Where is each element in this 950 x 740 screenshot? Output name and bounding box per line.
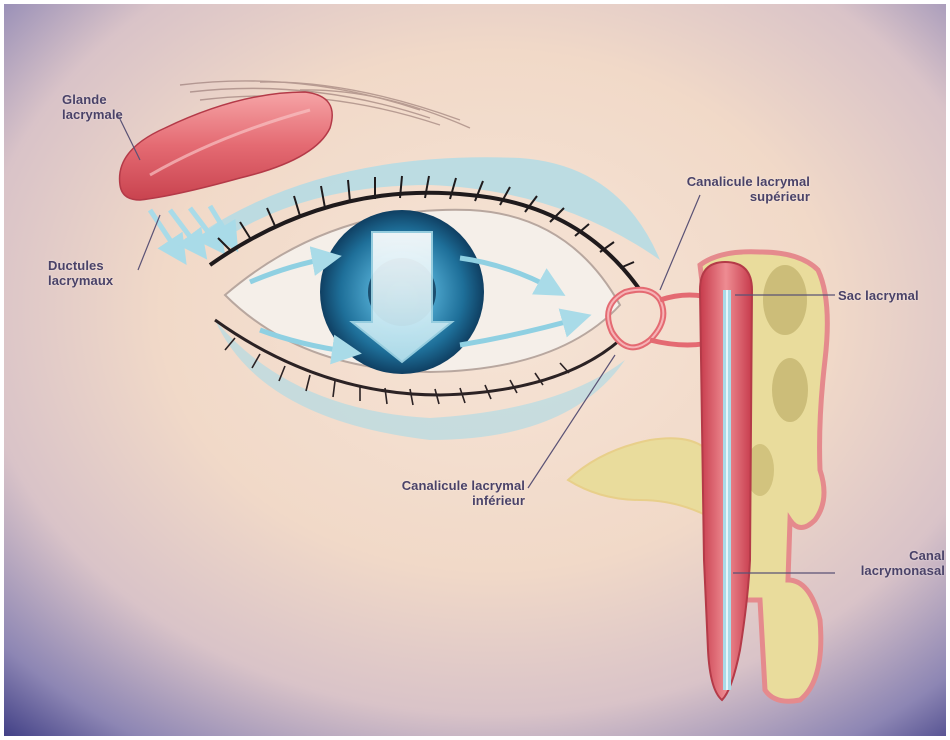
label-glande-line1: Glande [62,92,123,107]
label-sac-line1: Sac lacrymal [838,288,919,303]
label-canal-line2: lacrymonasal [830,563,945,578]
label-canalicule-inferieur: Canalicule lacrymal inférieur [330,478,525,508]
label-ductules-lacrymaux: Ductules lacrymaux [48,258,113,288]
label-ductules-line2: lacrymaux [48,273,113,288]
label-canalicule-inf-line1: Canalicule lacrymal [330,478,525,493]
label-canalicule-inf-line2: inférieur [330,493,525,508]
label-glande-line2: lacrymale [62,107,123,122]
label-canalicule-superieur: Canalicule lacrymal supérieur [620,174,810,204]
label-canalicule-sup-line2: supérieur [620,189,810,204]
label-sac-lacrymal: Sac lacrymal [838,288,919,303]
label-canal-lacrymonasal: Canal lacrymonasal [830,548,945,578]
label-ductules-line1: Ductules [48,258,113,273]
label-canalicule-sup-line1: Canalicule lacrymal [620,174,810,189]
label-glande-lacrymale: Glande lacrymale [62,92,123,122]
label-canal-line1: Canal [830,548,945,563]
